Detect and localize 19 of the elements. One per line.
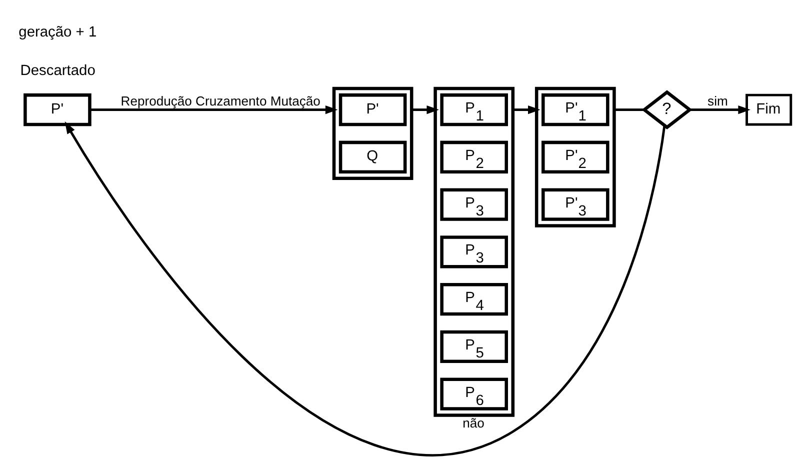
arrow bbox=[412, 105, 439, 114]
label: geração + 1 bbox=[18, 24, 97, 41]
cluster bbox=[332, 86, 414, 180]
node-box: P' bbox=[338, 93, 407, 126]
edge-label: Reprodução Cruzamento Mutação bbox=[120, 94, 320, 109]
node-box: Q bbox=[338, 140, 407, 174]
node-box: P' bbox=[24, 93, 92, 126]
edge-label: sim bbox=[708, 94, 728, 109]
connector bbox=[614, 108, 644, 111]
arrow bbox=[512, 105, 540, 114]
node-box: Fim bbox=[746, 94, 792, 126]
cluster bbox=[534, 86, 616, 228]
cluster bbox=[434, 86, 515, 417]
label: Descartado bbox=[20, 62, 96, 79]
node-diamond: ? bbox=[642, 90, 692, 130]
arrow bbox=[690, 105, 750, 114]
arrow bbox=[64, 121, 666, 456]
edge-label: não bbox=[462, 415, 484, 430]
arrow bbox=[90, 105, 338, 114]
